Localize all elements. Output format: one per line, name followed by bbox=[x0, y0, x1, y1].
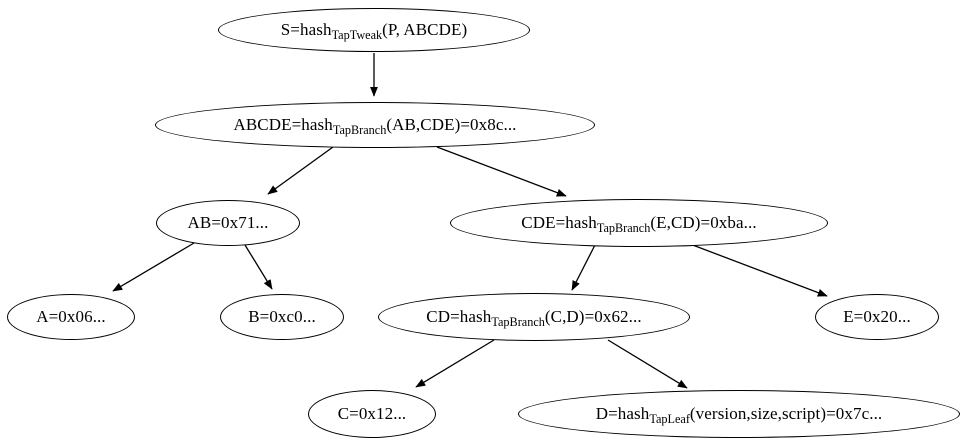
node-abcde-label: ABCDE=hashTapBranch(AB,CDE)=0x8c... bbox=[233, 115, 517, 137]
node-ab-label: AB=0x71... bbox=[187, 213, 269, 232]
edge-cd-to-c bbox=[415, 339, 495, 388]
node-a-label: A=0x06... bbox=[36, 307, 106, 326]
node-s-label: S=hashTapTweak(P, ABCDE) bbox=[280, 20, 468, 42]
edge-cd-to-d bbox=[607, 339, 688, 389]
edge-ab-to-b bbox=[244, 244, 273, 290]
node-d[interactable]: D=hashTapLeaf(version,size,script)=0x7c.… bbox=[518, 390, 960, 438]
node-abcde[interactable]: ABCDE=hashTapBranch(AB,CDE)=0x8c... bbox=[155, 102, 595, 148]
node-cd[interactable]: CD=hashTapBranch(C,D)=0x62... bbox=[378, 293, 690, 341]
node-cde[interactable]: CDE=hashTapBranch(E,CD)=0xba... bbox=[450, 199, 828, 247]
edge-cde-to-cd bbox=[571, 244, 596, 291]
node-b[interactable]: B=0xc0... bbox=[220, 294, 344, 340]
node-b-label: B=0xc0... bbox=[248, 307, 316, 326]
node-cd-label: CD=hashTapBranch(C,D)=0x62... bbox=[426, 307, 642, 329]
node-cde-label: CDE=hashTapBranch(E,CD)=0xba... bbox=[521, 213, 757, 235]
edges-group bbox=[112, 53, 828, 389]
node-s[interactable]: S=hashTapTweak(P, ABCDE) bbox=[218, 8, 530, 52]
node-e[interactable]: E=0x20... bbox=[815, 294, 939, 340]
edge-abcde-to-ab bbox=[267, 146, 334, 195]
node-ab[interactable]: AB=0x71... bbox=[156, 200, 300, 246]
edge-ab-to-a bbox=[112, 242, 195, 292]
edge-abcde-to-cde bbox=[436, 146, 567, 197]
node-d-label: D=hashTapLeaf(version,size,script)=0x7c.… bbox=[595, 404, 883, 426]
node-c-label: C=0x12... bbox=[337, 404, 407, 423]
edge-cde-to-e bbox=[689, 243, 828, 297]
node-e-label: E=0x20... bbox=[843, 307, 911, 326]
node-c[interactable]: C=0x12... bbox=[308, 390, 436, 438]
node-a[interactable]: A=0x06... bbox=[7, 294, 135, 340]
